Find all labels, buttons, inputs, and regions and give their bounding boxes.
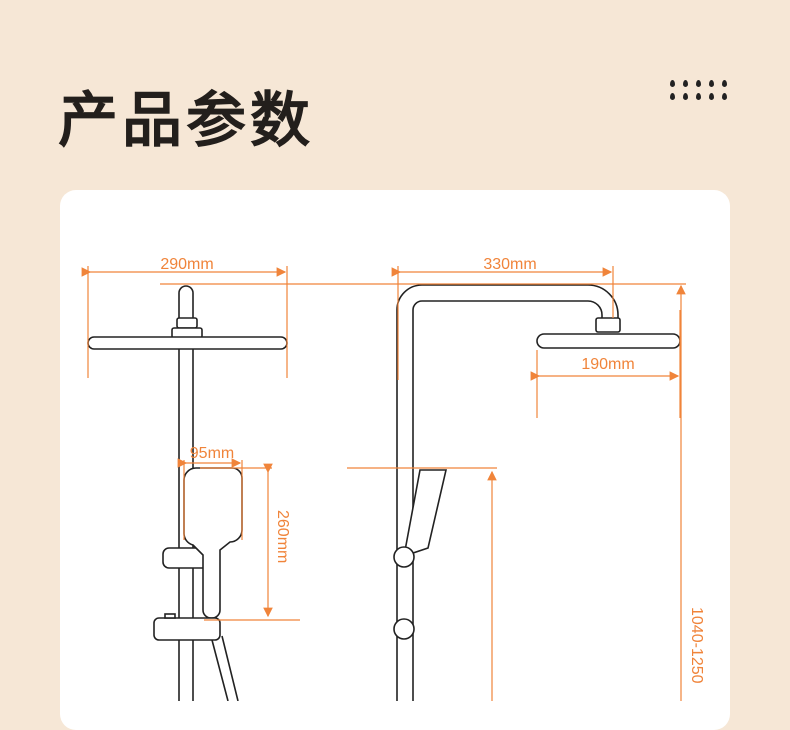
shower-diagram: 290mm 330mm 190mm 95mm 260mm 1040-1250: [81, 256, 705, 701]
label-95mm: 95mm: [190, 445, 234, 462]
dimension-lines: [81, 266, 686, 701]
label-290mm: 290mm: [160, 256, 213, 273]
left-shower-drawing: [87, 285, 288, 701]
label-260mm: 260mm: [274, 510, 291, 563]
page-title: 产品参数: [58, 86, 314, 156]
label-330mm: 330mm: [483, 256, 536, 273]
label-190mm: 190mm: [581, 356, 634, 373]
decorative-dots-icon: [670, 80, 734, 100]
label-height-range: 1040-1250: [688, 607, 705, 684]
right-shower-drawing: [393, 284, 681, 701]
